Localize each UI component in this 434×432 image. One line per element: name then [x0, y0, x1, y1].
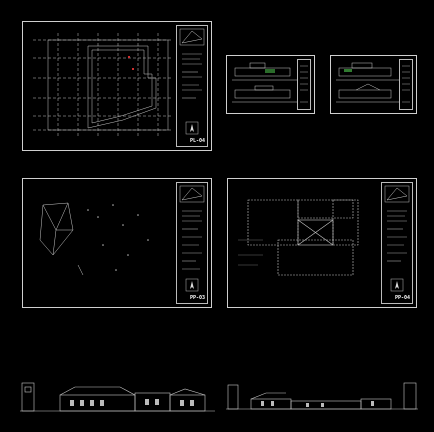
title-block: PL-04	[176, 25, 208, 147]
title-block	[297, 59, 311, 110]
title-lines	[387, 210, 407, 262]
title-lines	[300, 65, 308, 103]
north-arrow-icon	[185, 278, 199, 292]
title-block: PP-04	[381, 182, 413, 304]
site-map-thumbnail	[179, 28, 205, 46]
drawing-sheet-2[interactable]	[226, 55, 315, 114]
elevation-drawing	[336, 62, 400, 103]
floor-plan-drawing	[238, 199, 359, 276]
sheet-code: PP-04	[395, 295, 411, 301]
sheet-code: PL-04	[190, 138, 206, 144]
title-lines	[402, 65, 410, 103]
drawing-sheet-4[interactable]: PP-03	[22, 178, 212, 308]
title-block: PP-03	[176, 182, 208, 304]
title-lines	[182, 53, 202, 99]
north-arrow-icon	[185, 121, 199, 135]
sheet-code: PP-03	[190, 295, 206, 301]
drawing-sheet-1[interactable]: PL-04	[22, 21, 212, 151]
grid-plan-drawing	[33, 33, 173, 138]
title-block	[399, 59, 413, 110]
site-map-thumbnail	[384, 185, 410, 203]
roof-plan-drawing	[39, 202, 149, 276]
north-arrow-icon	[390, 278, 404, 292]
drawing-sheet-5[interactable]: PP-04	[227, 178, 417, 308]
drawing-sheet-3[interactable]	[330, 55, 417, 114]
building-elevation-left[interactable]	[20, 375, 220, 415]
site-map-thumbnail	[179, 185, 205, 203]
elevation-drawing	[232, 62, 298, 103]
title-lines	[182, 210, 202, 270]
building-elevation-right[interactable]	[226, 375, 421, 415]
